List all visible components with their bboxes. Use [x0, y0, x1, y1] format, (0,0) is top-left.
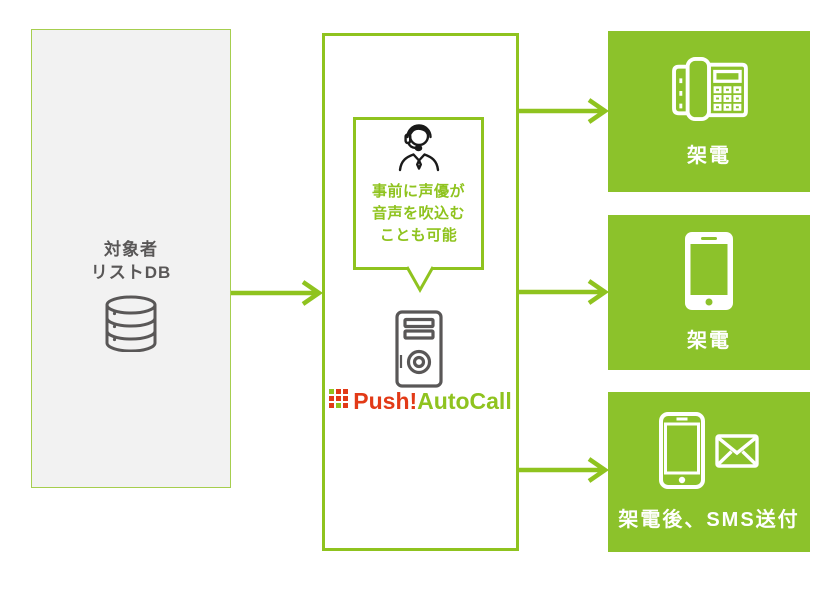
operator-headset-icon — [397, 124, 441, 176]
output-label: 架電 — [687, 330, 731, 352]
brand-logo: Push!AutoCall — [322, 388, 519, 414]
source-box: 対象者 リストDB — [31, 29, 231, 488]
source-title: 対象者 リストDB — [32, 238, 230, 284]
brand-name-autocall: AutoCall — [417, 388, 512, 414]
source-title-line2: リストDB — [90, 263, 172, 282]
output-label: 架電後、SMS送付 — [618, 509, 800, 531]
arrow-source-to-processor — [231, 280, 323, 306]
voice-callout: 事前に声優が 音声を吹込む ことも可能 — [353, 117, 484, 270]
callout-tail — [405, 266, 435, 294]
arrow-processor-to-call2 — [519, 279, 609, 305]
output-box-call-1: 架電 — [608, 31, 810, 192]
envelope-icon — [715, 433, 759, 473]
callout-line: 事前に声優が — [371, 183, 465, 200]
arrow-processor-to-call1 — [519, 98, 609, 124]
arrow-processor-to-sms — [519, 457, 609, 483]
callout-line: 音声を吹込む — [371, 205, 465, 222]
source-title-line1: 対象者 — [104, 240, 158, 259]
sms-icon-row — [659, 412, 759, 494]
database-icon — [103, 294, 159, 357]
smartphone-icon — [659, 412, 705, 494]
server-tower-icon — [395, 310, 443, 393]
output-label: 架電 — [687, 145, 731, 167]
output-box-sms: 架電後、SMS送付 — [608, 392, 810, 552]
desk-phone-icon — [668, 55, 750, 128]
callout-line: ことも可能 — [379, 227, 458, 244]
logo-grid-icon — [329, 388, 349, 414]
callout-text: 事前に声優が 音声を吹込む ことも可能 — [356, 181, 481, 247]
brand-name: Push!AutoCall — [353, 388, 511, 414]
smartphone-icon — [685, 232, 733, 315]
output-box-call-2: 架電 — [608, 215, 810, 370]
brand-name-push: Push! — [353, 388, 418, 414]
